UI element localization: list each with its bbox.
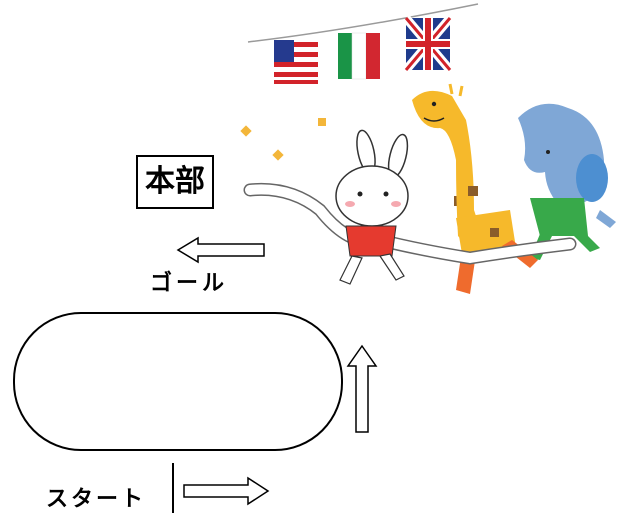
headquarters-label: 本部 [136,155,214,209]
running-track [13,312,343,451]
elephant-illustration [518,103,616,260]
start-label: スタート [46,487,147,512]
uk-flag-icon [402,15,454,73]
italy-flag-icon [338,32,380,80]
flag-bunting [247,3,479,84]
goal-label: ゴール [150,271,229,296]
start-line [172,463,174,513]
rabbit-illustration [335,129,409,285]
usa-flag-icon [274,40,318,84]
